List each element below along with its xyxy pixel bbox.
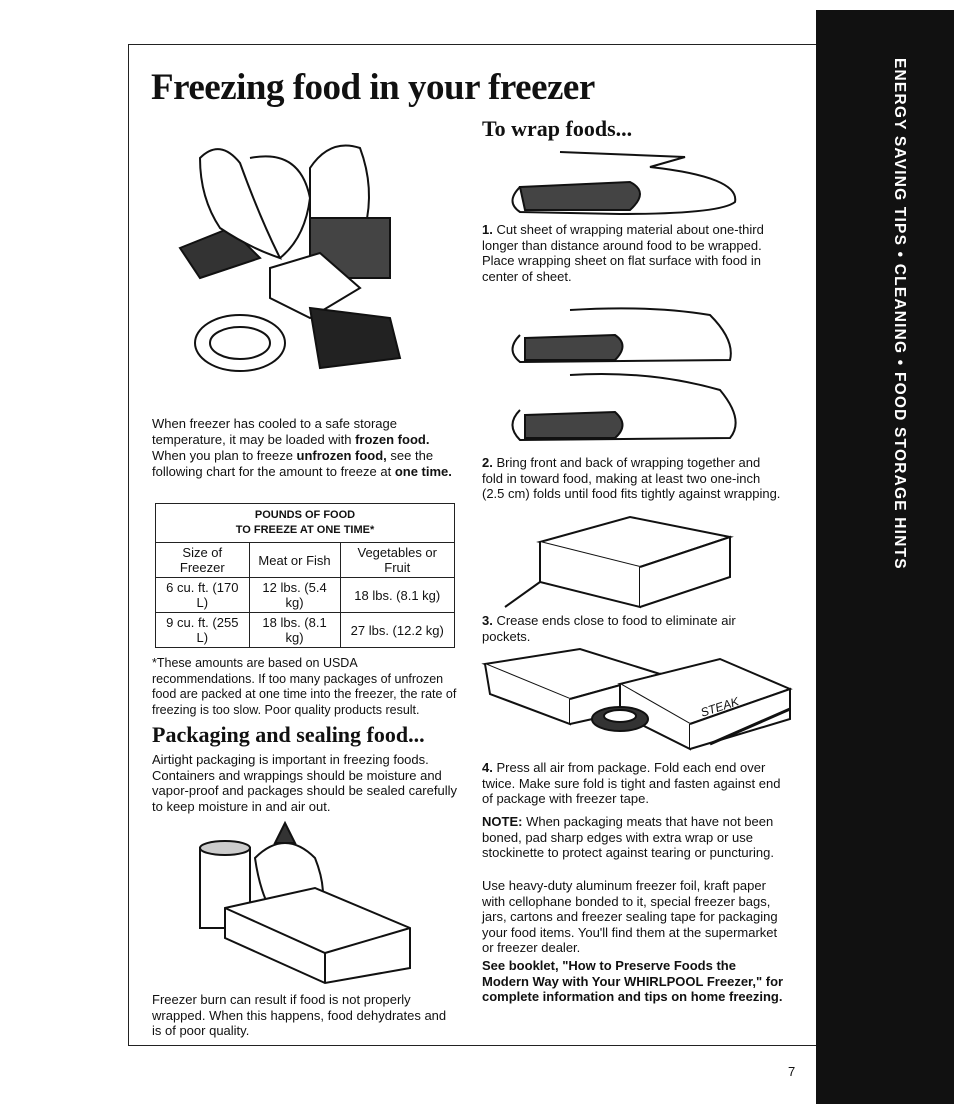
page-number: 7 <box>788 1064 796 1079</box>
table-header: Meat or Fish <box>248 542 341 578</box>
page-frame <box>128 44 817 1046</box>
side-tab-label: ENERGY SAVING TIPS • CLEANING • FOOD STO… <box>891 58 908 570</box>
table-row: 6 cu. ft. (170 L) 12 lbs. (5.4 kg) 18 lb… <box>155 577 455 613</box>
step-text: Cut sheet of wrapping material about one… <box>482 222 764 284</box>
step-number: 3. <box>482 613 493 628</box>
table-cell: 12 lbs. (5.4 kg) <box>248 577 341 613</box>
step-text: Crease ends close to food to eliminate a… <box>482 613 736 644</box>
intro-text: When you plan to freeze <box>152 448 297 463</box>
freezer-burn-paragraph: Freezer burn can result if food is not p… <box>152 992 447 1039</box>
intro-text: When freezer has cooled to a safe storag… <box>152 416 397 447</box>
note-text: When packaging meats that have not been … <box>482 814 774 861</box>
table-cell: 27 lbs. (12.2 kg) <box>339 612 455 648</box>
table-cell: 18 lbs. (8.1 kg) <box>339 577 455 613</box>
step-1: 1. Cut sheet of wrapping material about … <box>482 222 784 284</box>
table-caption: POUNDS OF FOOD TO FREEZE AT ONE TIME* <box>155 503 455 543</box>
intro-paragraph-2: When you plan to freeze unfrozen food, s… <box>152 448 457 479</box>
step-number: 1. <box>482 222 493 237</box>
packaging-heading: Packaging and sealing food... <box>152 722 425 747</box>
note-paragraph: NOTE: When packaging meats that have not… <box>482 814 784 861</box>
intro-bold: unfrozen food, <box>296 448 387 463</box>
booklet-reference: See booklet, "How to Preserve Foods the … <box>482 958 784 1005</box>
table-caption-line: TO FREEZE AT ONE TIME* <box>235 524 375 536</box>
step-number: 2. <box>482 455 493 470</box>
containers-illustration <box>199 820 411 985</box>
table-header: Size of Freezer <box>155 542 250 578</box>
wrap-step4-illustration <box>481 647 793 751</box>
intro-text: see the following chart for the amount t… <box>152 448 434 479</box>
wrap-heading: To wrap foods... <box>482 116 633 141</box>
step-text: Bring front and back of wrapping togethe… <box>482 455 781 502</box>
note-label: NOTE: <box>482 814 523 829</box>
table-caption-line: POUNDS OF FOOD <box>254 509 356 521</box>
intro-bold: one time. <box>394 463 452 479</box>
table-cell: 18 lbs. (8.1 kg) <box>248 612 341 648</box>
intro-bold: frozen food. <box>355 431 430 447</box>
frozen-food-illustration <box>178 144 402 372</box>
step-4: 4. Press all air from package. Fold each… <box>482 760 784 807</box>
wrap-step2-illustration <box>511 307 737 442</box>
page-title: Freezing food in your freezer <box>151 67 595 108</box>
packaging-paragraph: Airtight packaging is important in freez… <box>152 752 457 814</box>
intro-paragraph-1: When freezer has cooled to a safe storag… <box>152 416 457 447</box>
step-number: 4. <box>482 760 493 775</box>
table-cell: 6 cu. ft. (170 L) <box>155 577 250 613</box>
step-text: Press all air from package. Fold each en… <box>482 760 781 807</box>
table-cell: 9 cu. ft. (255 L) <box>155 612 250 648</box>
step-2: 2. Bring front and back of wrapping toge… <box>482 455 784 502</box>
wrap-step1-illustration <box>511 151 737 216</box>
table-footnote: *These amounts are based on USDA recomme… <box>152 656 457 717</box>
materials-paragraph: Use heavy-duty aluminum freezer foil, kr… <box>482 878 778 956</box>
wrap-step3-illustration <box>504 515 734 609</box>
side-tab <box>816 10 954 1104</box>
table-header: Vegetables or Fruit <box>339 542 455 578</box>
step-3: 3. Crease ends close to food to eliminat… <box>482 613 784 644</box>
freeze-amount-table: POUNDS OF FOOD TO FREEZE AT ONE TIME* Si… <box>155 503 455 648</box>
table-row: 9 cu. ft. (255 L) 18 lbs. (8.1 kg) 27 lb… <box>155 612 455 648</box>
